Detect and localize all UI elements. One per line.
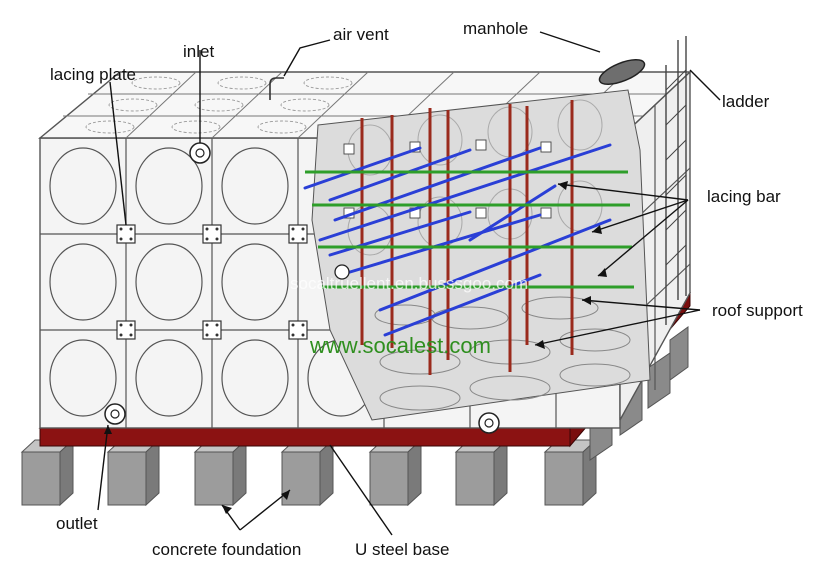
ladder (665, 36, 687, 325)
roof-support-rods (360, 100, 574, 375)
lacing-bars-blue (303, 143, 612, 337)
outlet-label: outlet (56, 514, 98, 533)
inlet-flange (189, 142, 211, 164)
air-vent (269, 77, 284, 100)
concrete-foundation-label: concrete foundation (152, 540, 301, 559)
side-flange (334, 264, 500, 434)
arrow-heads (104, 181, 607, 514)
air-vent-label: air vent (333, 25, 389, 44)
inlet-label: inlet (183, 42, 214, 61)
faint-watermark: socaltruellent.en.busssgoo.com (290, 274, 528, 293)
outlet-flange (104, 403, 126, 425)
website-watermark: www.socalest.com (309, 333, 491, 358)
lacing-bars-green (305, 170, 634, 289)
u-steel-base-label: U steel base (355, 540, 450, 559)
leader-lines (97, 31, 721, 536)
manhole-label: manhole (463, 19, 528, 38)
lacing-bar-label: lacing bar (707, 187, 781, 206)
lacing-plate-label: lacing plate (50, 65, 136, 84)
ladder-label: ladder (722, 92, 770, 111)
roof-support-label: roof support (712, 301, 803, 320)
lacing-plates (116, 224, 308, 340)
manhole (598, 58, 646, 86)
